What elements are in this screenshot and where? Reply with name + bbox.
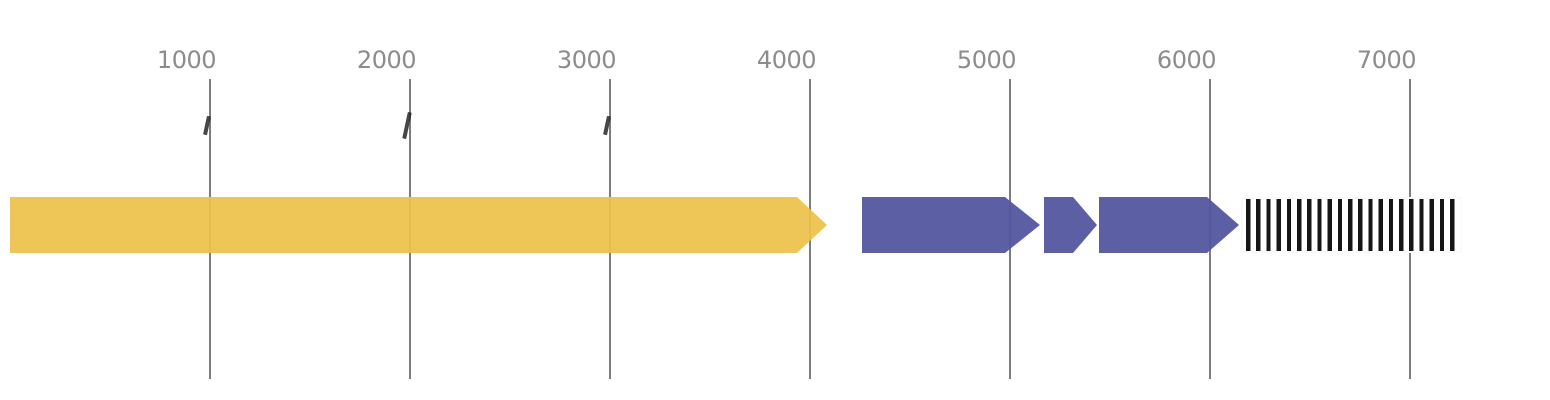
tick-label-6000: 6000 xyxy=(1156,46,1217,74)
tick-label-3000: 3000 xyxy=(556,46,617,74)
tick-label-7000: 7000 xyxy=(1356,46,1417,74)
feature-3-arrow xyxy=(1044,197,1097,253)
gridline-mark-1000 xyxy=(203,115,211,135)
feature-4-arrow xyxy=(1099,197,1239,253)
feature-1-arrow xyxy=(10,197,827,253)
gridline-mark-3000 xyxy=(603,115,611,135)
tick-label-5000: 5000 xyxy=(956,46,1017,74)
tick-label-4000: 4000 xyxy=(756,46,817,74)
gridline-mark-2000 xyxy=(402,111,412,139)
tick-label-2000: 2000 xyxy=(356,46,417,74)
feature-2-arrow xyxy=(862,197,1040,253)
feature-5-hatched-region xyxy=(1241,197,1462,253)
tick-label-1000: 1000 xyxy=(156,46,217,74)
